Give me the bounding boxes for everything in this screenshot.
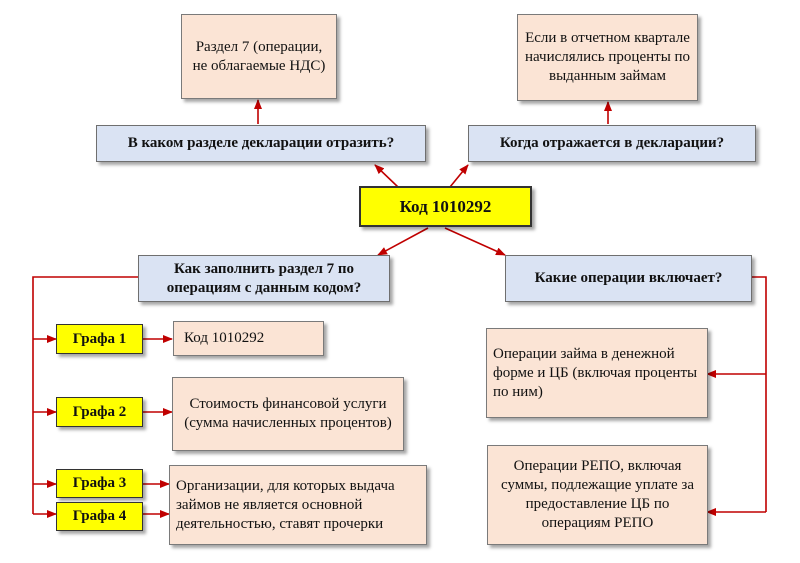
grafa-2-label: Графа 2 [56, 397, 143, 427]
grafa-3-label: Графа 3 [56, 469, 143, 498]
grafa-3-4-note-text: Организации, для которых выдача займов н… [176, 477, 395, 532]
grafa-2-note: Стоимость финансовой услуги (сумма начис… [172, 377, 404, 451]
grafa-4-label: Графа 4 [56, 502, 143, 531]
arrow-code-to-section-question [374, 164, 399, 188]
arrow-code-to-how-fill-question [377, 227, 429, 256]
answer-when-reported: Если в отчетном квартале начислялись про… [517, 14, 698, 101]
question-how-fill-text: Как заполнить раздел 7 по операциям с да… [166, 260, 362, 296]
answer-when-reported-text: Если в отчетном квартале начислялись про… [524, 30, 691, 84]
grafa-1-text: Графа 1 [72, 330, 127, 347]
operation-repo-text: Операции РЕПО, включая суммы, подлежащие… [500, 458, 695, 531]
left-bracket-line [32, 276, 140, 514]
grafa-2-text: Графа 2 [72, 403, 127, 420]
question-when-reported: Когда отражается в декларации? [468, 125, 756, 162]
code-label: Код 1010292 [399, 196, 492, 216]
right-bracket-line [752, 276, 767, 512]
grafa-1-note-text: Код 1010292 [184, 330, 265, 346]
answer-section-7-text: Раздел 7 (операции, не облагаемые НДС) [192, 38, 326, 74]
grafa-4-text: Графа 4 [72, 508, 127, 524]
answer-section-7: Раздел 7 (операции, не облагаемые НДС) [181, 14, 337, 99]
question-operations-text: Какие операции включает? [534, 270, 723, 286]
question-when-reported-text: Когда отражается в декларации? [499, 135, 725, 151]
operation-loan: Операции займа в денежной форме и ЦБ (вк… [486, 328, 708, 418]
operation-loan-text: Операции займа в денежной форме и ЦБ (вк… [493, 345, 698, 400]
grafa-3-text: Графа 3 [72, 475, 127, 491]
grafa-3-4-note: Организации, для которых выдача займов н… [169, 465, 427, 545]
question-which-section: В каком разделе декларации отразить? [96, 125, 426, 162]
grafa-2-note-text: Стоимость финансовой услуги (сумма начис… [184, 396, 392, 431]
code-1010292: Код 1010292 [359, 186, 532, 227]
grafa-1-label: Графа 1 [56, 324, 143, 354]
question-operations: Какие операции включает? [505, 255, 752, 302]
operation-repo: Операции РЕПО, включая суммы, подлежащие… [487, 445, 708, 545]
question-how-fill: Как заполнить раздел 7 по операциям с да… [138, 255, 390, 302]
arrow-code-to-when-question [449, 164, 469, 188]
question-which-section-text: В каком разделе декларации отразить? [127, 135, 395, 151]
arrow-code-to-operations-question [444, 227, 506, 256]
grafa-1-note: Код 1010292 [173, 321, 324, 356]
